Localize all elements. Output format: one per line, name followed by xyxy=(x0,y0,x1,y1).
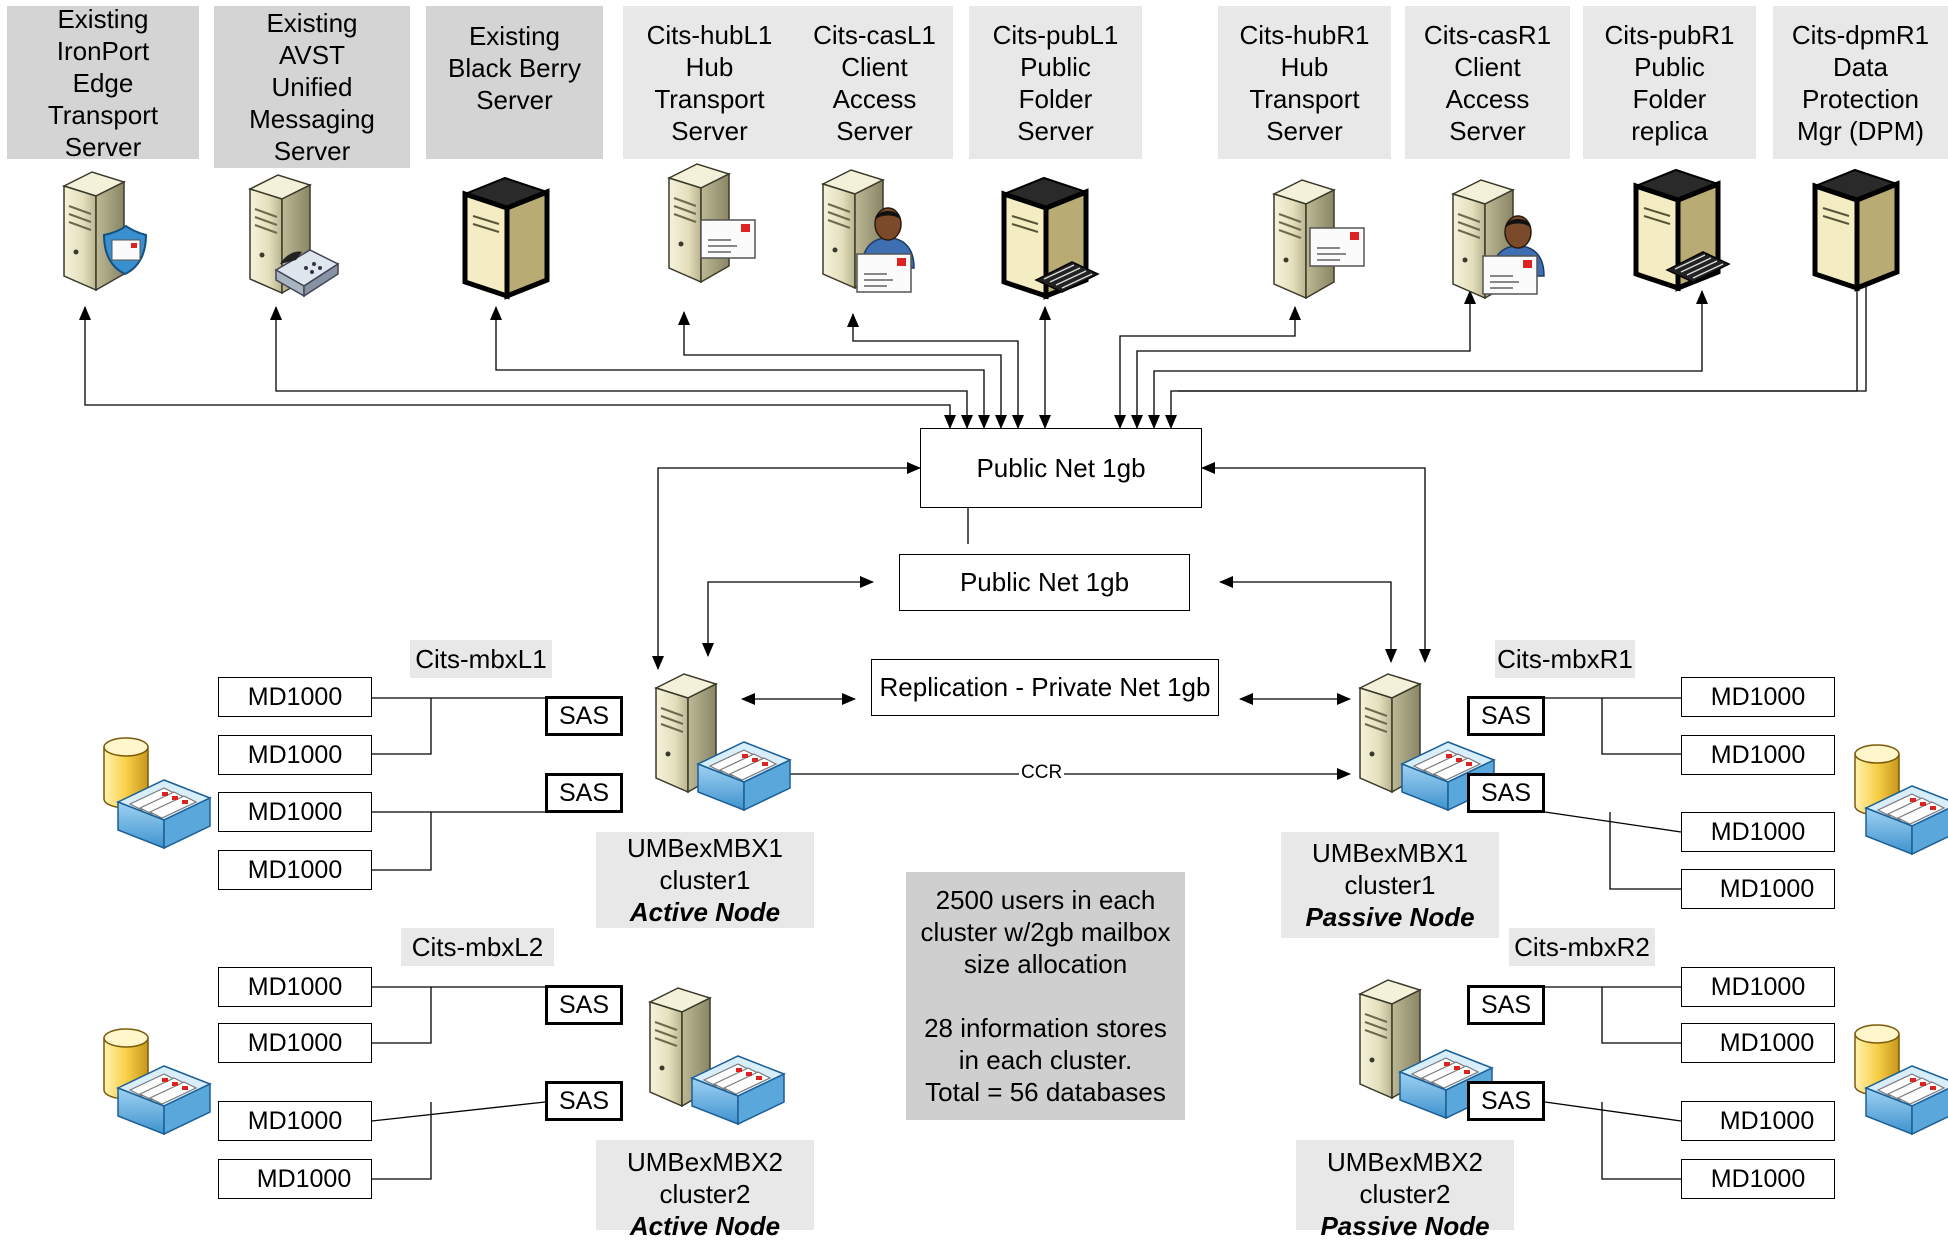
blackberry-server-icon xyxy=(465,178,547,296)
ccr-label: CCR xyxy=(1019,762,1065,784)
sas-box: SAS xyxy=(1467,696,1545,736)
sas-box: SAS xyxy=(545,696,623,736)
info-line: cluster w/2gb mailbox xyxy=(920,917,1171,947)
ironport-server-icon xyxy=(63,171,148,291)
avst-server-icon xyxy=(249,174,340,298)
info-line: size allocation xyxy=(963,949,1128,979)
database-right1-icon xyxy=(1854,744,1948,855)
hubL1-server-icon xyxy=(668,163,756,283)
md1000-box: MD1000 xyxy=(218,677,372,717)
sas-box: SAS xyxy=(545,985,623,1025)
connector-lines xyxy=(79,273,1867,1180)
casR1-server-icon xyxy=(1452,179,1545,299)
sas-box: SAS xyxy=(545,1081,623,1121)
md1000-box: MD1000 xyxy=(218,1101,372,1141)
replication-net-box: Replication - Private Net 1gb xyxy=(871,659,1219,716)
cluster-info-box: 2500 users in each cluster w/2gb mailbox… xyxy=(906,872,1185,1120)
casL1-server-icon xyxy=(822,169,915,293)
md1000-box: MD1000 xyxy=(218,1159,372,1199)
public-net-1-box: Public Net 1gb xyxy=(920,428,1202,508)
public-net-2-box: Public Net 1gb xyxy=(899,554,1190,611)
sas-box: SAS xyxy=(545,773,623,813)
database-left2-icon xyxy=(103,1028,211,1135)
md1000-box: MD1000 xyxy=(1681,735,1835,775)
md1000-box: MD1000 xyxy=(218,967,372,1007)
mailbox-server-left2-icon xyxy=(649,987,785,1125)
info-line: 2500 users in each xyxy=(935,885,1156,915)
md1000-box: MD1000 xyxy=(1681,677,1835,717)
sas-box: SAS xyxy=(1467,773,1545,813)
pubL1-server-icon xyxy=(1004,178,1099,296)
dpmR1-server-icon xyxy=(1815,170,1897,288)
info-line: 28 information stores xyxy=(924,1013,1167,1043)
md1000-box: MD1000 xyxy=(218,792,372,832)
md1000-box: MD1000 xyxy=(218,850,372,890)
storage-label-mbxR1: Cits-mbxR1 xyxy=(1495,640,1635,678)
storage-label-mbxL2: Cits-mbxL2 xyxy=(401,928,554,966)
md1000-box: MD1000 xyxy=(1681,812,1835,852)
database-left1-icon xyxy=(103,737,211,849)
info-line: in each cluster. xyxy=(958,1045,1133,1075)
md1000-box: MD1000 xyxy=(1681,1101,1835,1141)
sas-box: SAS xyxy=(1467,1081,1545,1121)
mailbox-server-left1-icon xyxy=(655,673,791,811)
pubR1-server-icon xyxy=(1636,170,1730,288)
sas-box: SAS xyxy=(1467,985,1545,1025)
md1000-box: MD1000 xyxy=(1681,869,1835,909)
storage-label-mbxL1: Cits-mbxL1 xyxy=(410,640,552,678)
hubR1-server-icon xyxy=(1273,179,1365,299)
info-line: Total = 56 databases xyxy=(925,1077,1166,1107)
storage-label-mbxR2: Cits-mbxR2 xyxy=(1509,928,1655,966)
md1000-box: MD1000 xyxy=(1681,1159,1835,1199)
md1000-box: MD1000 xyxy=(218,1023,372,1063)
md1000-box: MD1000 xyxy=(1681,1023,1835,1063)
md1000-box: MD1000 xyxy=(1681,967,1835,1007)
md1000-box: MD1000 xyxy=(218,735,372,775)
database-right2-icon xyxy=(1854,1024,1948,1135)
